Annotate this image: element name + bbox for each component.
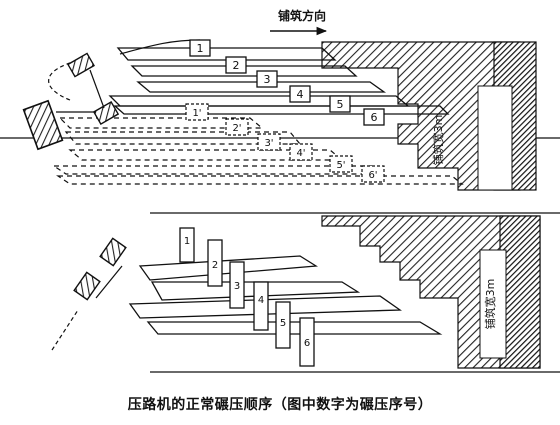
dashed-pass-labels: 1' 2' 3' 4' 5' 6' [192, 108, 377, 181]
pass-label: 1 [197, 42, 204, 55]
width-label-box [477, 85, 513, 191]
pass-label: 1 [184, 236, 190, 247]
pass-label: 4 [297, 88, 304, 101]
pass-label: 6 [304, 338, 310, 349]
pass-label: 5' [336, 160, 345, 171]
top-diagram: 铺筑方向 铺筑宽3m [0, 8, 560, 191]
paved-width-strip [499, 215, 541, 369]
pass-label: 6 [371, 111, 378, 124]
turn-path [51, 309, 79, 351]
pass-label: 5 [280, 318, 286, 329]
turn-path-2 [95, 265, 123, 299]
diagram-caption: 压路机的正常碾压顺序（图中数字为碾压序号） [127, 397, 433, 413]
pass-label: 1' [192, 108, 201, 119]
roller-vehicles-top [22, 52, 120, 151]
turn-path-2 [119, 39, 201, 55]
pass-label: 4 [258, 295, 264, 306]
roller-vehicles-bottom [73, 237, 127, 301]
pass-label: 3' [264, 138, 273, 149]
width-label: 铺筑宽3m [483, 279, 497, 330]
dashed-pass-boxes [185, 103, 385, 183]
pass-label: 3 [234, 281, 240, 292]
pass-label: 2 [233, 59, 240, 72]
pass-label: 6' [368, 170, 377, 181]
solid-pass-labels: 1 2 3 4 5 6 [197, 42, 378, 124]
solid-pass-boxes [189, 39, 385, 126]
bottom-pass-boxes [179, 227, 315, 367]
width-label-box [479, 249, 507, 359]
pass-label: 4' [296, 148, 305, 159]
direction-label: 铺筑方向 [278, 8, 326, 23]
width-label: 铺筑宽3m [431, 115, 445, 166]
pass-label: 5 [337, 98, 344, 111]
pass-label: 3 [264, 73, 271, 86]
bottom-diagram: 铺筑宽3m 1 2 3 4 5 [51, 212, 560, 373]
bottom-pass-labels: 1 2 3 4 5 6 [184, 236, 310, 349]
pass-label: 2' [232, 123, 241, 134]
bottom-pass-strips [128, 255, 443, 335]
pass-label: 2 [212, 260, 218, 271]
